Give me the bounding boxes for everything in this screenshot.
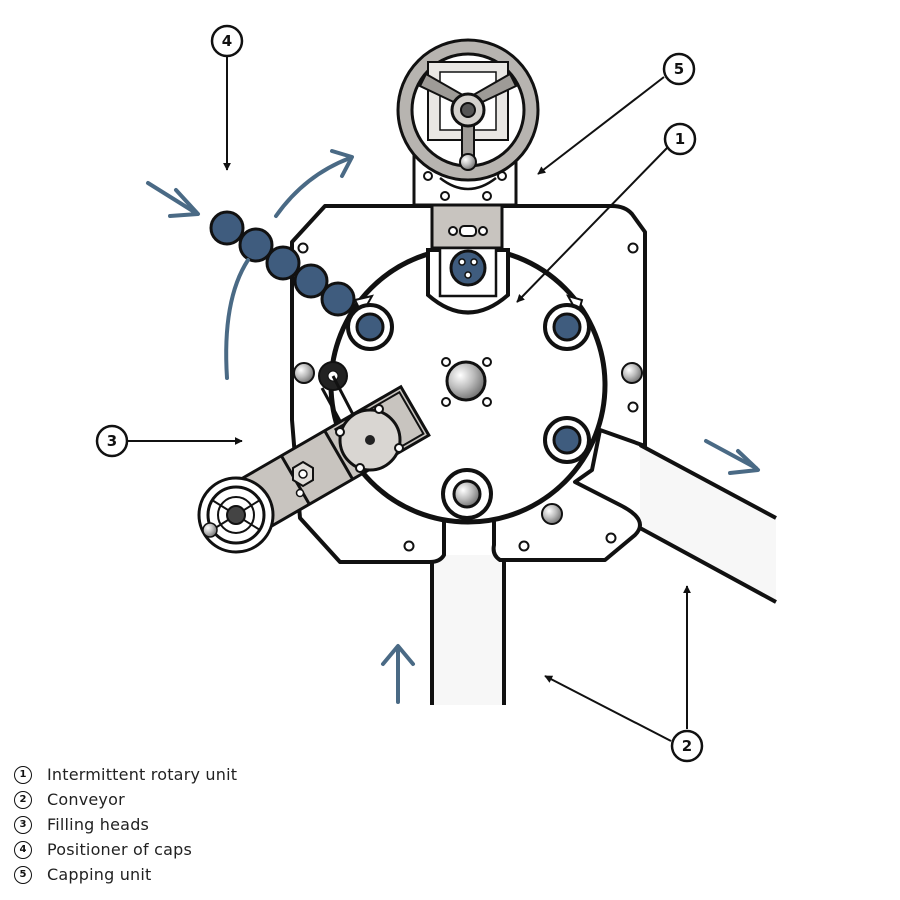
cap-icon [238,227,274,263]
hub-bolt-icon [482,397,492,407]
guide-posts [293,362,643,525]
handwheel-hub-center [460,102,476,118]
filling-head-bolt-icon [394,443,404,453]
flow-arrow-conveyor-in-icon [381,644,415,704]
hex-nut-center [298,469,308,479]
callout-badge-1: 1 [663,122,697,156]
bottle-pocket-empty [441,468,493,520]
cap-positioner [209,210,356,317]
legend-number-badge: 1 [14,765,32,784]
legend-item: 5 Capping unit [14,862,414,887]
callout-badge-2: 2 [670,729,704,763]
leader-line-1 [516,147,668,303]
filling-motor-ring [206,485,266,545]
leader-line-5 [537,76,665,175]
rotary-unit [328,245,608,525]
legend-label: Positioner of caps [47,840,193,859]
legend-label: Filling heads [47,815,150,834]
chuck-pin-icon [470,258,478,266]
screw-icon [297,242,309,254]
flow-arrow-curve-icon [224,149,354,380]
bottle-pocket [543,416,591,464]
screw-icon [518,540,530,552]
legend-item: 3 Filling heads [14,812,414,837]
conveyor-vertical-belt [432,555,504,705]
leader-line-2a [544,675,672,742]
guide-post-icon [541,503,563,525]
callout-number: 2 [682,737,692,755]
filling-motor-knob-icon [202,522,218,538]
cap-icon [209,210,245,246]
capping-chuck [449,249,487,287]
callout-number: 4 [222,32,232,50]
screw-icon [605,532,617,544]
filling-head-bolt-icon [355,463,365,473]
callout-number: 3 [107,432,117,450]
chuck-pin-icon [458,258,466,266]
conveyor [430,443,777,705]
column-bolt-icon [448,226,458,236]
conveyor-diagonal-belt [640,445,776,602]
arm-bolt-icon [295,488,305,498]
cap-icon [320,281,356,317]
bottle-pocket [346,303,394,351]
filling-motor-hub [226,505,246,525]
guide-post-icon [293,362,315,384]
legend-label: Conveyor [47,790,125,809]
housing-bolt-icon [440,191,450,201]
column-bolt-icon [478,226,488,236]
flow-arrow-cap-in-icon [146,181,200,218]
cap-icon [265,245,301,281]
hub-bolt-icon [482,357,492,367]
flow-arrow-conveyor-out-icon [704,439,760,475]
filling-head-bolt-icon [374,404,384,414]
filling-heads [197,361,431,554]
center-hub-icon [445,360,487,402]
hub-bolt-icon [441,397,451,407]
cap-icon [293,263,329,299]
conveyor-upper-rail [639,443,777,520]
guide-post-icon [621,362,643,384]
housing-bolt-icon [482,191,492,201]
callout-leaders [128,57,691,742]
conveyor-lower-rail [639,526,777,604]
legend-item: 4 Positioner of caps [14,837,414,862]
bottle-pocket [543,303,591,351]
legend-number-badge: 4 [14,840,32,859]
housing-bracket [439,177,497,191]
housing-bolt-icon [423,171,433,181]
filling-motor-ring [217,496,255,534]
filling-head-bolt-icon [335,427,345,437]
callout-badge-3: 3 [95,424,129,458]
legend-item: 2 Conveyor [14,787,414,812]
legend-label: Intermittent rotary unit [47,765,238,784]
legend: 1 Intermittent rotary unit 2 Conveyor 3 … [14,762,414,887]
callout-badge-4: 4 [210,24,244,58]
filling-head-bolt-icon [365,435,375,445]
callout-number: 5 [674,60,684,78]
screw-icon [627,242,639,254]
hub-bolt-icon [441,357,451,367]
capping-column [430,198,504,250]
legend-number-badge: 2 [14,790,32,809]
legend-number-badge: 5 [14,865,32,884]
callout-badge-5: 5 [662,52,696,86]
screw-icon [627,401,639,413]
legend-item: 1 Intermittent rotary unit [14,762,414,787]
screw-icon [403,540,415,552]
legend-label: Capping unit [47,865,152,884]
flow-arrows [146,149,760,704]
capping-unit [396,38,540,315]
column-slot [459,225,477,237]
chuck-pin-icon [464,271,472,279]
legend-number-badge: 3 [14,815,32,834]
callout-number: 1 [675,130,685,148]
handwheel-knob-icon [459,153,477,171]
